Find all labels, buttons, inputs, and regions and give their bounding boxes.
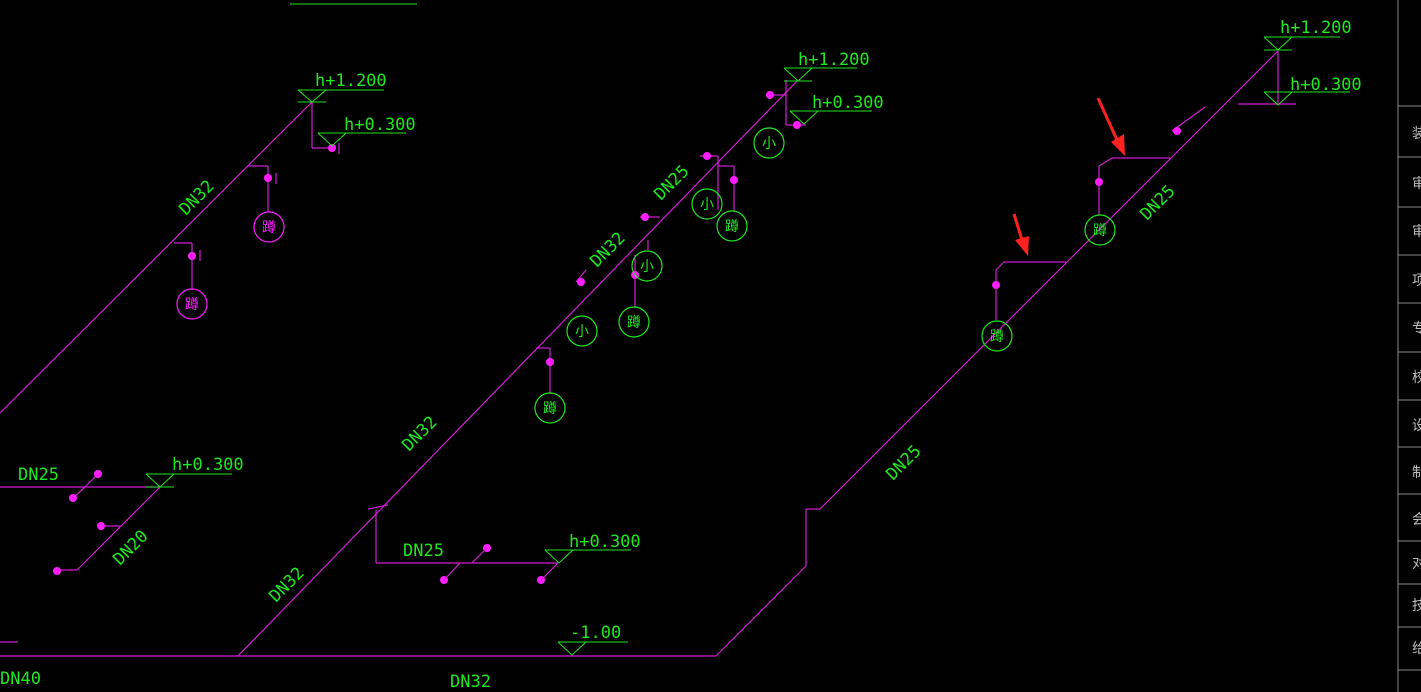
elevation-marker xyxy=(297,89,384,103)
title-block-cell: 审 xyxy=(1412,224,1421,240)
squat-fixture-label: 蹲 xyxy=(725,219,739,235)
valve-node xyxy=(264,174,272,182)
pipe-size-label: DN32 xyxy=(450,672,491,692)
title-block-cell: 技 xyxy=(1412,598,1421,614)
elevation-marker xyxy=(1263,36,1340,51)
pipe-size-label: DN25 xyxy=(18,465,59,485)
valve-node xyxy=(546,358,554,366)
pipe-size-label: DN25 xyxy=(403,541,444,561)
urinal-fixture xyxy=(691,188,723,220)
squat-toilet-fixture xyxy=(981,320,1013,352)
elevation-marker xyxy=(783,67,857,82)
valve-node xyxy=(730,176,738,184)
lower-left-branch xyxy=(0,473,161,643)
valve-node xyxy=(188,252,196,260)
left-riser-pipe xyxy=(0,101,313,414)
elevation-marker xyxy=(145,473,232,488)
title-block-cell: 设 xyxy=(1412,418,1421,434)
valve-node xyxy=(1095,178,1103,186)
title-block-cell: 项 xyxy=(1412,273,1421,289)
valve-node xyxy=(766,91,774,99)
urinal-fixture xyxy=(753,127,785,159)
urinal-fixture xyxy=(566,315,598,347)
urinal-fixture-label: 小 xyxy=(700,197,714,213)
elevation-label: h+1.200 xyxy=(315,71,387,91)
squat-toilet-fixture xyxy=(253,211,285,243)
squat-toilet-fixture xyxy=(176,288,208,320)
squat-toilet-fixture xyxy=(1084,214,1116,246)
elevation-label: h+0.300 xyxy=(569,532,641,552)
pipe-size-label: DN32 xyxy=(398,412,441,455)
pipe-size-label: DN32 xyxy=(265,563,308,606)
valve-node xyxy=(328,144,336,152)
squat-fixture-label: 蹲 xyxy=(627,315,641,331)
pipe-size-label: DN32 xyxy=(586,228,629,271)
red-arrow-icon xyxy=(1096,97,1125,156)
valve-node xyxy=(703,152,711,160)
valve-node xyxy=(69,494,77,502)
squat-fixture-label: 蹲 xyxy=(185,297,199,313)
elevation-label: h+0.300 xyxy=(172,455,244,475)
urinal-fixture xyxy=(631,250,663,282)
squat-fixture-label: 蹲 xyxy=(1093,223,1107,239)
squat-toilet-fixture xyxy=(534,392,566,424)
bottom-main-pipe xyxy=(0,508,820,657)
right-riser-system xyxy=(819,50,1296,510)
title-block-cell: 制 xyxy=(1412,465,1421,481)
pipe-size-label: DN40 xyxy=(0,669,41,689)
urinal-fixture-label: 小 xyxy=(640,259,654,275)
elevation-marker xyxy=(544,549,631,564)
left-riser-system xyxy=(0,101,332,414)
valve-node xyxy=(94,470,102,478)
urinal-fixture-label: 小 xyxy=(575,324,589,340)
elevation-marker xyxy=(789,110,872,125)
squat-fixture-label: 蹲 xyxy=(990,329,1004,345)
pipe-size-label: DN25 xyxy=(882,441,925,484)
elevation-label: -1.00 xyxy=(570,623,621,643)
valve-node xyxy=(793,121,801,129)
elevation-marker xyxy=(557,641,628,656)
title-block-cell: 会 xyxy=(1412,512,1421,528)
urinal-fixture-label: 小 xyxy=(762,136,776,152)
title-block-cell: 装 xyxy=(1412,126,1421,142)
elevation-marker xyxy=(1263,91,1350,106)
squat-fixture-label: 蹲 xyxy=(262,220,276,236)
squat-fixture-label: 蹲 xyxy=(543,401,557,417)
title-block-cell: 审 xyxy=(1412,176,1421,192)
squat-toilet-fixture xyxy=(618,306,650,338)
valve-nodes xyxy=(440,91,801,584)
middle-fixtures xyxy=(534,127,785,424)
valve-node xyxy=(1173,127,1181,135)
title-block-cell: 专 xyxy=(1412,321,1421,337)
pipe-size-label: DN20 xyxy=(109,526,152,569)
red-arrow-icon xyxy=(1012,213,1029,256)
elevation-label: h+0.300 xyxy=(344,115,416,135)
elevation-marker xyxy=(317,132,406,147)
title-block-cell: 对 xyxy=(1412,556,1421,572)
valve-node xyxy=(97,522,105,530)
valve-node xyxy=(992,281,1000,289)
elevation-label: h+1.200 xyxy=(1280,18,1352,38)
squat-toilet-fixture xyxy=(716,210,748,242)
valve-node xyxy=(53,567,61,575)
valve-node xyxy=(641,213,649,221)
elevation-label: h+0.300 xyxy=(1290,75,1362,95)
middle-riser-system xyxy=(237,79,806,657)
pipe-size-label: DN25 xyxy=(650,161,693,204)
pipe-size-label: DN25 xyxy=(1136,181,1179,224)
branch-valve-lines xyxy=(443,547,559,581)
title-block-cell: 校 xyxy=(1412,369,1421,386)
valve-node xyxy=(577,278,585,286)
title-block-labels: 装 审 审 项 专 校 设 制 会 对 技 给 xyxy=(1412,126,1421,657)
elevation-label: h+1.200 xyxy=(798,50,870,70)
title-block-frame xyxy=(1397,0,1421,692)
pipe-size-label: DN32 xyxy=(175,176,218,219)
title-block-cell: 给 xyxy=(1412,641,1421,657)
elevation-label: h+0.300 xyxy=(812,93,884,113)
